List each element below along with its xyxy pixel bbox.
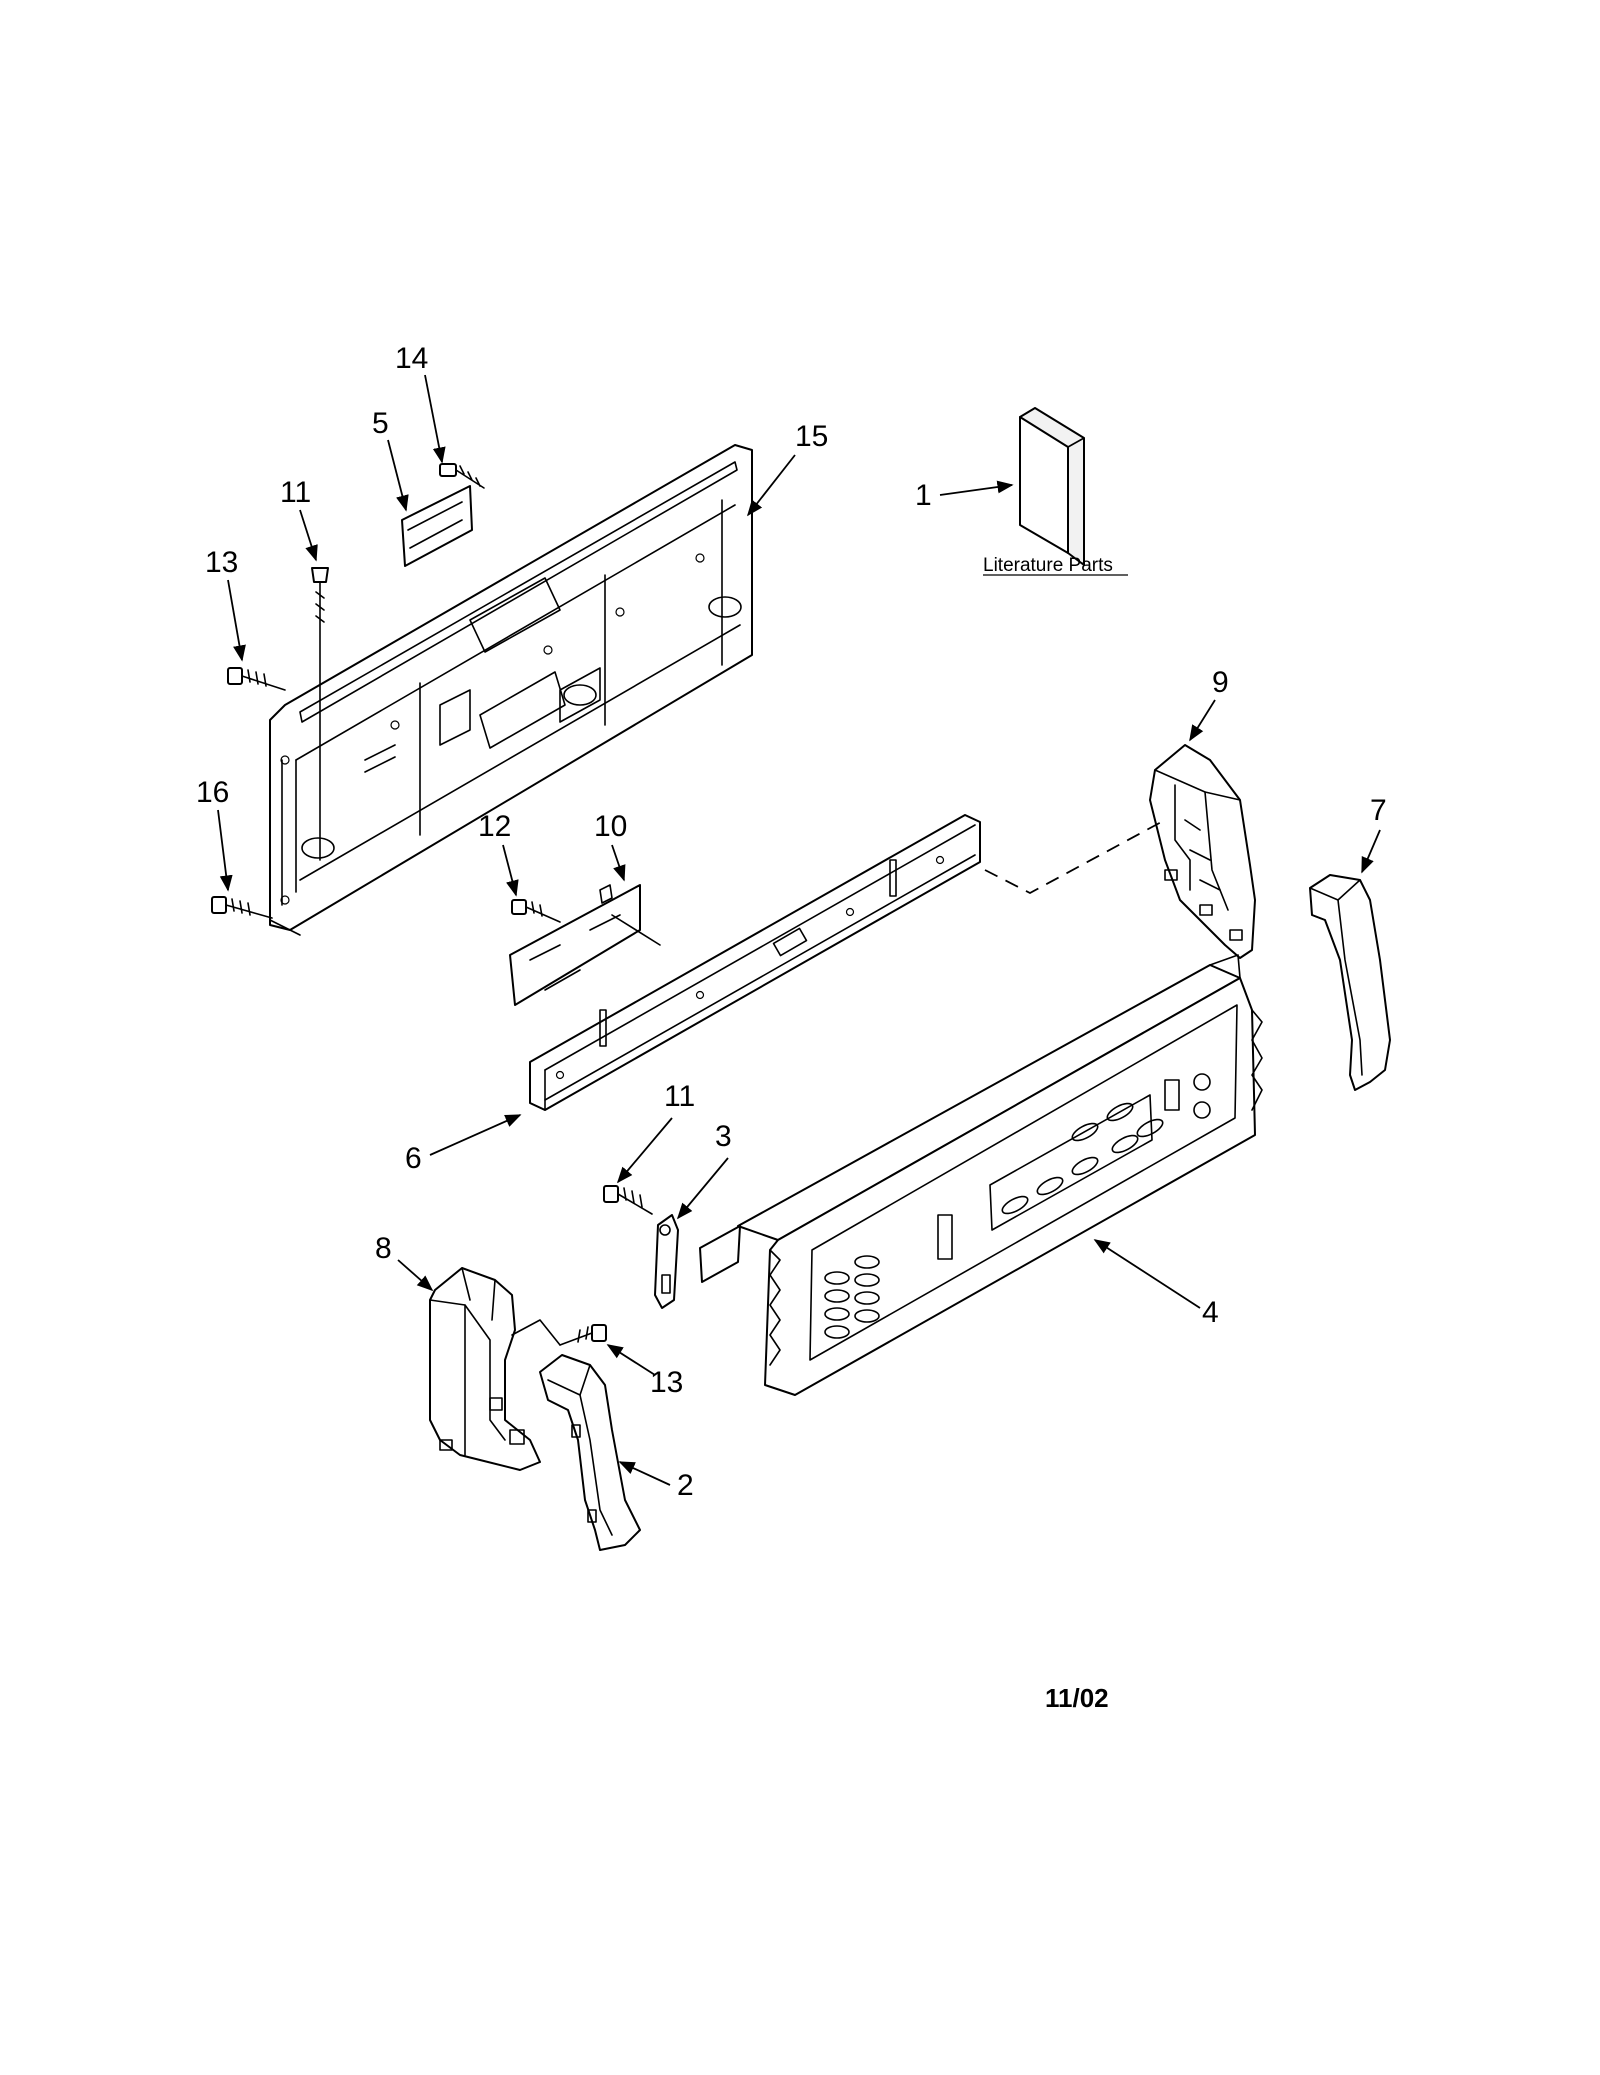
control-console-part-4: [699, 954, 1263, 1396]
callout-10: 10: [594, 810, 627, 843]
screw-part-13-top: [227, 667, 286, 691]
callout-11-middle: 11: [664, 1080, 695, 1113]
right-endcap-part-7: [1309, 874, 1391, 1091]
right-endcap-bracket-part-9: [1149, 744, 1256, 959]
callout-16: 16: [196, 776, 229, 809]
screw-part-11-middle: [603, 1185, 653, 1215]
console-buttons-left: [824, 1255, 880, 1339]
callout-3: 3: [715, 1120, 732, 1153]
callout-6: 6: [405, 1142, 422, 1175]
callout-7: 7: [1370, 794, 1387, 827]
callout-5: 5: [372, 407, 389, 440]
callout-8: 8: [375, 1232, 392, 1265]
bracket-part-3: [654, 1214, 679, 1309]
mounting-channel-part-6: [529, 814, 981, 1111]
screw-part-14: [439, 463, 485, 489]
callout-13-top: 13: [205, 546, 238, 579]
console-display-window: [937, 1214, 953, 1260]
screw-part-16: [211, 896, 273, 919]
literature-parts-label: Literature Parts: [983, 555, 1113, 576]
callout-labels: 14 5 15 11 13 16 1 9 7 12 10 6 11 3 4 8 …: [196, 342, 1387, 1502]
screw-part-13-bottom: [559, 1324, 607, 1346]
callout-1: 1: [915, 479, 932, 512]
callout-12: 12: [478, 810, 511, 843]
callout-4: 4: [1202, 1296, 1219, 1329]
callout-11-top: 11: [280, 476, 311, 509]
callout-13-bottom: 13: [650, 1366, 683, 1399]
bracket-part-5: [401, 485, 473, 567]
screw-part-12: [511, 899, 561, 923]
screw-part-11-top: [311, 567, 329, 861]
callout-9: 9: [1212, 666, 1229, 699]
rear-panel-part-15: [269, 444, 753, 936]
literature-booklet-part-1: [1019, 407, 1085, 566]
alignment-dashed-line: [984, 819, 1166, 895]
callout-2: 2: [677, 1469, 694, 1502]
left-endcap-bracket-part-8: [429, 1267, 561, 1471]
date-code: 11/02: [1045, 1683, 1109, 1713]
leader-lines: [217, 374, 1381, 1486]
callout-15: 15: [795, 420, 828, 453]
left-endcap-part-2: [539, 1354, 641, 1551]
console-keypad-keys: [1001, 1102, 1164, 1215]
control-board-part-10: [509, 884, 661, 1006]
callout-14: 14: [395, 342, 428, 375]
